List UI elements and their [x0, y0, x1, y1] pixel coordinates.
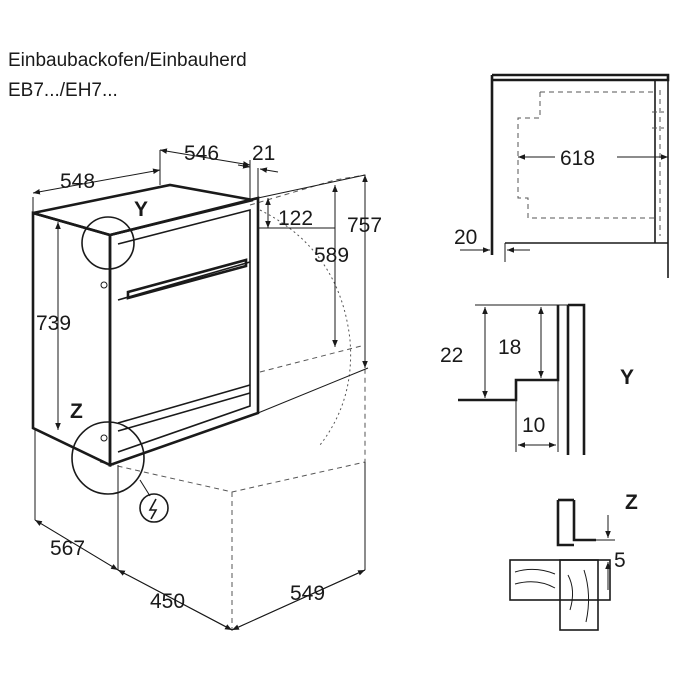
y-profile — [458, 305, 560, 402]
y-front-panel — [566, 303, 586, 455]
dim-line-546 — [159, 148, 251, 167]
drawing-title: Einbaubackofen/Einbauherd — [8, 50, 247, 71]
dim-line-549 — [231, 569, 366, 631]
detail-z-label: Z — [70, 400, 83, 423]
worktop — [492, 73, 670, 82]
power-connection-icon — [139, 479, 169, 523]
side-view: 618 20 — [454, 73, 670, 278]
dim-5: 5 — [614, 549, 626, 572]
dim-22: 22 — [440, 344, 463, 367]
oven-drawer-line — [117, 384, 251, 424]
detail-y-title: Y — [620, 366, 634, 389]
dim-618-bg — [555, 144, 617, 170]
dim-548: 548 — [60, 170, 95, 193]
dim-arrow-21-a — [237, 163, 251, 169]
z-wood-grain — [514, 568, 590, 623]
dim-450: 450 — [150, 590, 185, 613]
dim-line-548 — [32, 168, 161, 195]
dim-618: 618 — [560, 147, 595, 170]
niche-floor-line — [259, 344, 366, 373]
dim-10: 10 — [522, 414, 545, 437]
dim-arrow-21-b — [259, 167, 279, 173]
detail-z-view: 5 Z — [509, 491, 638, 631]
dim-20: 20 — [454, 226, 477, 249]
oven-front-panel — [108, 196, 260, 467]
side-vent — [652, 90, 664, 236]
door-swing-arc — [259, 209, 352, 446]
side-oven-outline — [517, 91, 655, 219]
hinge-dot-top — [100, 281, 108, 289]
dim-567: 567 — [50, 537, 85, 560]
dim-549: 549 — [290, 582, 325, 605]
hinge-dot-bottom — [100, 434, 108, 442]
detail-y-label: Y — [134, 198, 148, 221]
dim-line-567 — [34, 519, 119, 571]
oven-door-handle — [126, 258, 248, 300]
oven-side-panel — [31, 211, 112, 468]
dim-546: 546 — [184, 142, 219, 165]
dim-589: 589 — [314, 244, 349, 267]
ext-757-bottom — [257, 367, 369, 414]
oven-drawer-line-2 — [117, 392, 251, 432]
ext-757-top — [257, 174, 366, 199]
dim-line-450 — [117, 569, 233, 631]
detail-y-view: 22 18 10 Y — [440, 303, 634, 455]
oven-front-frame — [117, 208, 251, 453]
dim-122: 122 — [278, 207, 313, 230]
detail-z-title: Z — [625, 491, 638, 514]
detail-y-circle — [81, 216, 135, 270]
dim-21: 21 — [252, 142, 275, 165]
z-front-panel — [556, 500, 596, 547]
detail-z-circle — [71, 421, 145, 495]
model-numbers: EB7.../EH7... — [8, 80, 118, 101]
niche-outline — [249, 174, 366, 365]
niche-bottom — [99, 365, 366, 493]
dim-757: 757 — [347, 214, 382, 237]
oven-isometric-view: Y Z 548 546 21 122 757 589 — [31, 142, 382, 631]
z-wood-block — [559, 559, 599, 631]
dim-18: 18 — [498, 336, 521, 359]
dim-739: 739 — [36, 312, 71, 335]
